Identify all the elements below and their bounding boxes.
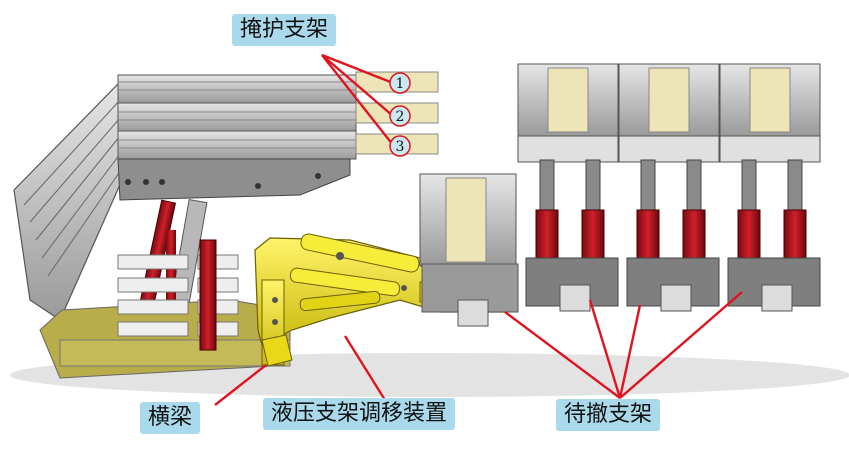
leader-shield-2: [321, 54, 394, 117]
leader-wait-4: [619, 291, 743, 399]
label-pending-support: 待撤支架: [556, 399, 661, 431]
callout-3: 3: [389, 135, 411, 157]
leader-wait-3: [618, 304, 642, 399]
callout-1-text: 1: [396, 76, 405, 92]
leader-shield-1: [321, 53, 394, 85]
label-shield-support: 掩护支架: [232, 14, 337, 46]
leader-shield-3: [321, 54, 394, 146]
callout-2: 2: [389, 105, 411, 127]
leader-crossbeam: [214, 364, 267, 406]
callout-1: 1: [389, 72, 411, 94]
leader-wait-2: [588, 299, 622, 399]
pending-support-3: [719, 63, 821, 312]
leader-wait-1: [504, 311, 621, 399]
callout-2-text: 2: [396, 109, 405, 125]
label-hydraulic-device: 液压支架调移装置: [263, 398, 456, 430]
canopy-plate-1: [117, 71, 439, 104]
leader-lines: [214, 53, 743, 406]
pending-support-front: [419, 173, 519, 327]
shield-support: [13, 71, 439, 379]
leader-device: [343, 335, 387, 401]
pending-support-1: [517, 63, 619, 312]
pending-support-2: [618, 63, 720, 312]
label-crossbeam: 横梁: [140, 402, 201, 434]
canopy-plate-3: [117, 130, 439, 160]
canopy-plate-2: [117, 102, 439, 132]
callout-3-text: 3: [396, 139, 405, 155]
